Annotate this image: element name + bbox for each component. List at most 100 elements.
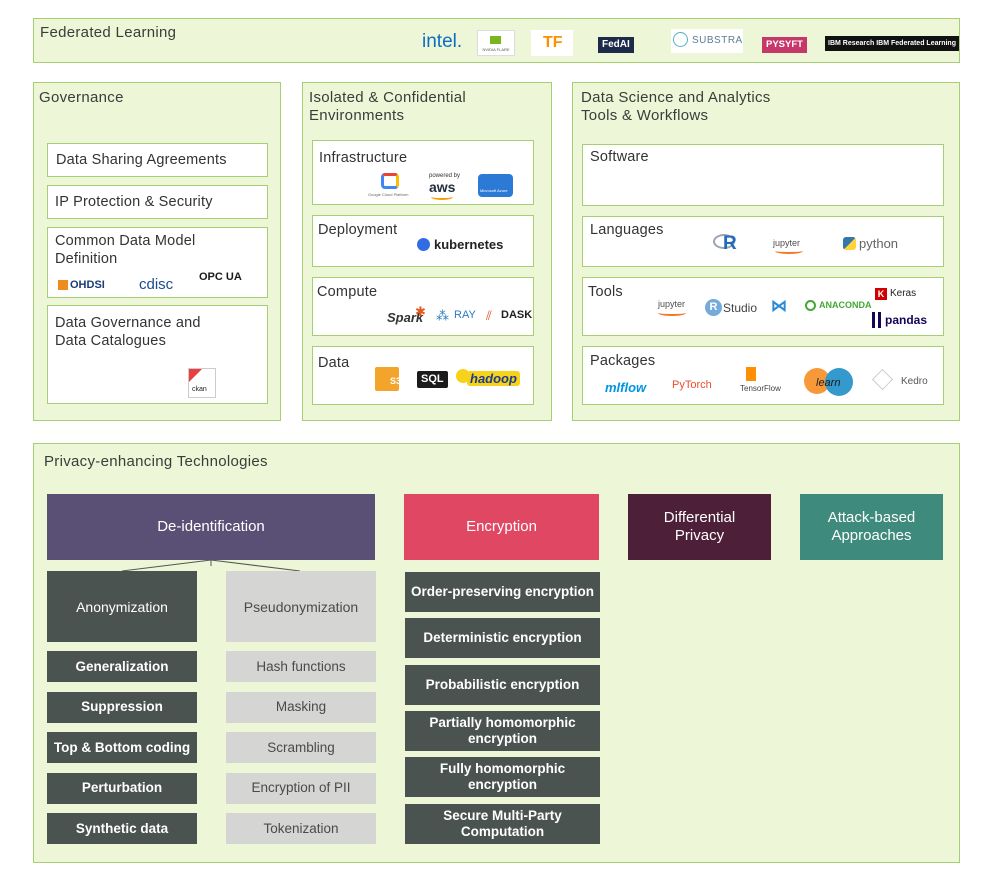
fedai-logo: FedAI — [598, 37, 634, 53]
pseudonymization-technique-3: Scrambling — [226, 732, 376, 763]
common-data-model-label: Common Data Model Definition — [55, 233, 196, 267]
encryption-technique-1: Order-preserving encryption — [405, 572, 600, 612]
data-sharing-agreements-label: Data Sharing Agreements — [56, 152, 227, 168]
python-logo: python — [859, 236, 899, 251]
encryption-technique-6: Secure Multi-Party Computation — [405, 803, 600, 844]
data-governance-box: Data Governance and Data Catalogues ckan — [47, 305, 268, 404]
infrastructure-box: Infrastructure Google Cloud Platform pow… — [312, 140, 534, 205]
jupyter-tools-logo: jupyter — [658, 299, 686, 309]
python-snake-icon — [843, 237, 856, 250]
analytics-title: Data Science and Analytics Tools & Workf… — [581, 89, 771, 124]
data-sharing-agreements-box: Data Sharing Agreements — [47, 143, 268, 177]
attack-based-header: Attack-based Approaches — [800, 494, 943, 560]
ohdsi-logo: OHDSI — [70, 279, 105, 291]
packages-box: Packages mlflow PyTorch TensorFlow learn… — [582, 346, 944, 405]
pandas-bars-icon — [872, 312, 881, 328]
pseudonymization-technique-2: Masking — [226, 691, 376, 723]
dask-icon: ⫽ — [486, 308, 492, 323]
pseudonymization-technique-5: Tokenization — [226, 813, 376, 844]
tensorflow-fed-logo: TF — [531, 30, 573, 56]
ray-logo: RAY — [454, 309, 476, 321]
spark-star-icon: ✱ — [415, 304, 426, 319]
aws-smile-icon — [431, 194, 453, 200]
anonymization-technique-5: Synthetic data — [47, 813, 197, 844]
dask-logo: DASK — [501, 309, 533, 321]
ray-icon: ⁂ — [436, 308, 449, 323]
pseudonymization-technique-1: Hash functions — [226, 651, 376, 682]
software-label: Software — [590, 149, 649, 165]
software-box: Software — [582, 144, 944, 206]
substra-play-icon — [673, 32, 688, 47]
encryption-technique-4: Partially homomorphic encryption — [405, 710, 600, 751]
rstudio-r-icon: R — [705, 299, 722, 316]
intel-logo: intel. — [422, 31, 463, 52]
hadoop-logo: hadoop — [467, 371, 520, 386]
s3-bucket-icon — [375, 367, 399, 391]
anonymization-technique-1: Generalization — [47, 651, 197, 682]
jupyter-language-arc-icon — [775, 248, 803, 254]
aws-powered-by: powered by — [429, 173, 461, 179]
ibm-federated-learning-logo: IBM Research IBM Federated Learning — [825, 36, 959, 51]
anaconda-logo: ANACONDA — [819, 300, 872, 310]
r-ring-icon — [713, 234, 735, 249]
gcp-logo: Google Cloud Platform — [368, 192, 409, 197]
pseudonymization-header: Pseudonymization — [226, 571, 376, 642]
kubernetes-logo: kubernetes — [434, 237, 504, 252]
isolated-environments-title: Isolated & Confidential Environments — [309, 89, 466, 124]
pysyft-logo: PYSYFT — [762, 37, 807, 53]
data-box: Data S3 SQL hadoop — [312, 346, 534, 405]
kubernetes-wheel-icon — [417, 238, 430, 251]
anonymization-header: Anonymization — [47, 571, 197, 642]
deployment-box: Deployment kubernetes — [312, 215, 534, 267]
federated-learning-panel: Federated Learning intel. NVIDIA FLARE T… — [33, 18, 960, 63]
tools-box: Tools jupyter R Studio ⋈ ANACONDA K Kera… — [582, 277, 944, 336]
governance-title: Governance — [39, 89, 124, 106]
gcp-hexagon-icon — [381, 173, 399, 189]
compute-box: Compute Spark ✱ ⁂ RAY ⫽ DASK — [312, 277, 534, 336]
encryption-technique-5: Fully homomorphic encryption — [405, 757, 600, 798]
spark-logo: Spark — [387, 310, 424, 325]
pandas-logo: pandas — [885, 313, 928, 327]
pseudonymization-technique-4: Encryption of PII — [226, 772, 376, 804]
compute-label: Compute — [317, 284, 378, 300]
encryption-header: Encryption — [404, 494, 599, 560]
infrastructure-label: Infrastructure — [319, 150, 408, 166]
ip-protection-label: IP Protection & Security — [55, 194, 213, 210]
packages-label: Packages — [590, 353, 656, 369]
anaconda-ring-icon — [805, 300, 816, 311]
pet-title: Privacy-enhancing Technologies — [44, 453, 268, 470]
tools-label: Tools — [588, 284, 623, 300]
sql-logo: SQL — [417, 371, 448, 388]
rstudio-logo: Studio — [723, 301, 758, 315]
tensorflow-icon — [746, 367, 756, 381]
vscode-icon: ⋈ — [771, 298, 787, 315]
sklearn-logo: learn — [816, 377, 841, 389]
cdisc-logo: cdisc — [139, 276, 174, 293]
r-logo: R — [723, 233, 737, 254]
encryption-technique-3: Probabilistic encryption — [405, 664, 600, 705]
substra-logo: SUBSTRA — [671, 29, 743, 53]
jupyter-tools-arc-icon — [658, 310, 686, 316]
keras-logo: Keras — [890, 288, 917, 299]
opc-ua-logo: OPC UA — [199, 271, 242, 283]
tensorflow-logo: TensorFlow — [740, 384, 781, 393]
anonymization-technique-3: Top & Bottom coding — [47, 732, 197, 763]
differential-privacy-header: Differential Privacy — [628, 494, 771, 560]
s3-logo: S3 — [390, 376, 402, 386]
keras-k-icon: K — [875, 288, 887, 300]
jupyter-language-logo: jupyter — [773, 238, 801, 248]
federated-learning-title: Federated Learning — [40, 24, 177, 41]
nvidia-flare-logo: NVIDIA FLARE — [477, 30, 515, 56]
pytorch-logo: PyTorch — [672, 379, 712, 391]
deidentification-header: De-identification — [47, 494, 375, 560]
anonymization-technique-2: Suppression — [47, 691, 197, 723]
sklearn-right-circle-icon — [825, 368, 853, 396]
kedro-diamond-icon — [871, 368, 894, 391]
hadoop-elephant-icon — [456, 369, 470, 383]
common-data-model-box: Common Data Model Definition OHDSI cdisc… — [47, 227, 268, 298]
data-governance-label: Data Governance and Data Catalogues — [55, 315, 201, 349]
azure-logo: Microsoft Azure — [478, 174, 513, 197]
languages-box: Languages R jupyter python — [582, 216, 944, 267]
ohdsi-icon — [58, 280, 68, 290]
aws-logo: aws — [429, 179, 456, 195]
